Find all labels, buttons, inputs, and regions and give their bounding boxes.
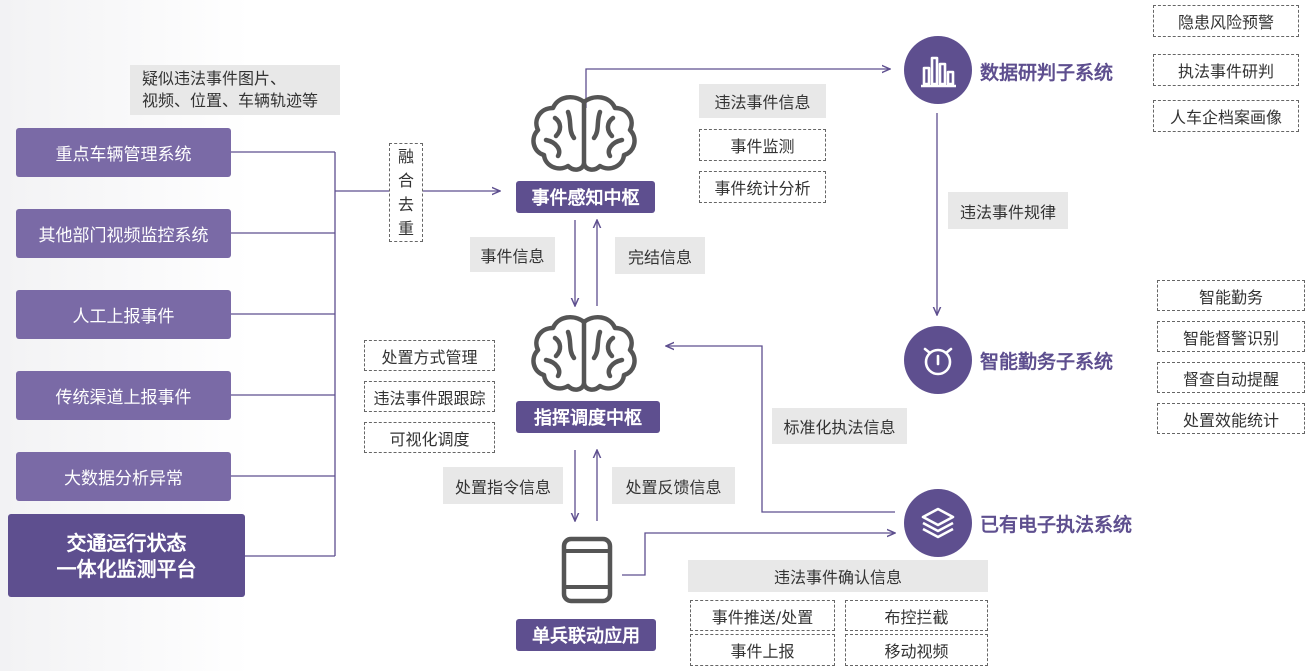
monitoring-platform[interactable]: 交通运行状态 一体化监测平台 bbox=[8, 514, 245, 597]
brain-icon bbox=[531, 94, 637, 172]
mobile-feature-video: 移动视频 bbox=[845, 634, 988, 666]
duty-system-name: 智能勤务子系统 bbox=[980, 350, 1114, 373]
source-note-line2: 视频、位置、车辆轨迹等 bbox=[142, 91, 319, 110]
duty-feature-recognition: 智能督警识别 bbox=[1157, 321, 1305, 352]
data-feature-profile: 人车企档案画像 bbox=[1153, 100, 1299, 132]
data-system-circle[interactable] bbox=[904, 36, 972, 104]
duty-feature-efficiency: 处置效能统计 bbox=[1157, 403, 1305, 434]
platform-line1: 交通运行状态 bbox=[66, 530, 187, 555]
mobile-feature-push: 事件推送/处置 bbox=[690, 600, 835, 631]
flow-violation-pattern: 违法事件规律 bbox=[948, 192, 1068, 229]
flow-event-info: 事件信息 bbox=[470, 237, 555, 272]
perception-feature-violation-info: 违法事件信息 bbox=[699, 84, 826, 118]
mobile-feature-control: 布控拦截 bbox=[845, 600, 988, 631]
enforce-system-circle[interactable] bbox=[904, 489, 972, 557]
mobile-hub[interactable]: 单兵联动应用 bbox=[516, 619, 656, 651]
source-note-line1: 疑似违法事件图片、 bbox=[142, 69, 287, 88]
source-video-monitoring[interactable]: 其他部门视频监控系统 bbox=[16, 209, 231, 258]
brain-icon bbox=[531, 314, 637, 392]
data-feature-analysis: 执法事件研判 bbox=[1153, 54, 1299, 86]
source-vehicle-management[interactable]: 重点车辆管理系统 bbox=[16, 128, 231, 177]
source-big-data[interactable]: 大数据分析异常 bbox=[16, 452, 231, 501]
dispatch-feature-visual: 可视化调度 bbox=[364, 422, 495, 453]
platform-line2: 一体化监测平台 bbox=[56, 556, 197, 581]
fusion-char: 去 bbox=[397, 194, 414, 214]
dispatch-feature-method: 处置方式管理 bbox=[364, 340, 495, 371]
fusion-char: 融 bbox=[397, 146, 414, 166]
duty-feature-reminder: 督查自动提醒 bbox=[1157, 362, 1305, 393]
perception-feature-statistics: 事件统计分析 bbox=[699, 171, 826, 203]
data-system-name: 数据研判子系统 bbox=[980, 61, 1114, 84]
alarm-clock-icon bbox=[923, 347, 953, 376]
bar-chart-icon bbox=[921, 56, 956, 88]
flow-violation-confirm: 违法事件确认信息 bbox=[688, 560, 988, 592]
perception-hub[interactable]: 事件感知中枢 bbox=[516, 181, 655, 213]
fusion-char: 重 bbox=[397, 218, 414, 238]
mobile-device-icon bbox=[561, 536, 613, 604]
flow-completion-info: 完结信息 bbox=[615, 237, 705, 274]
source-traditional-report[interactable]: 传统渠道上报事件 bbox=[16, 371, 231, 420]
flow-dispatch-feedback: 处置反馈信息 bbox=[612, 467, 735, 504]
fusion-dedup-box: 融 合 去 重 bbox=[389, 143, 423, 242]
data-feature-risk-warning: 隐患风险预警 bbox=[1153, 5, 1299, 37]
perception-feature-monitoring: 事件监测 bbox=[699, 129, 826, 161]
dispatch-hub[interactable]: 指挥调度中枢 bbox=[516, 401, 660, 433]
duty-feature-smart-duty: 智能勤务 bbox=[1157, 280, 1305, 311]
dispatch-feature-tracking: 违法事件跟跟踪 bbox=[364, 381, 495, 412]
source-note: 疑似违法事件图片、 视频、位置、车辆轨迹等 bbox=[130, 65, 340, 115]
layers-icon bbox=[921, 507, 955, 539]
flow-standard-info: 标准化执法信息 bbox=[772, 408, 907, 444]
duty-system-circle[interactable] bbox=[904, 326, 972, 394]
source-manual-report[interactable]: 人工上报事件 bbox=[16, 290, 231, 339]
fusion-char: 合 bbox=[397, 170, 414, 190]
mobile-feature-report: 事件上报 bbox=[690, 634, 835, 666]
flow-dispatch-command: 处置指令信息 bbox=[443, 467, 563, 504]
enforce-system-name: 已有电子执法系统 bbox=[980, 513, 1133, 536]
